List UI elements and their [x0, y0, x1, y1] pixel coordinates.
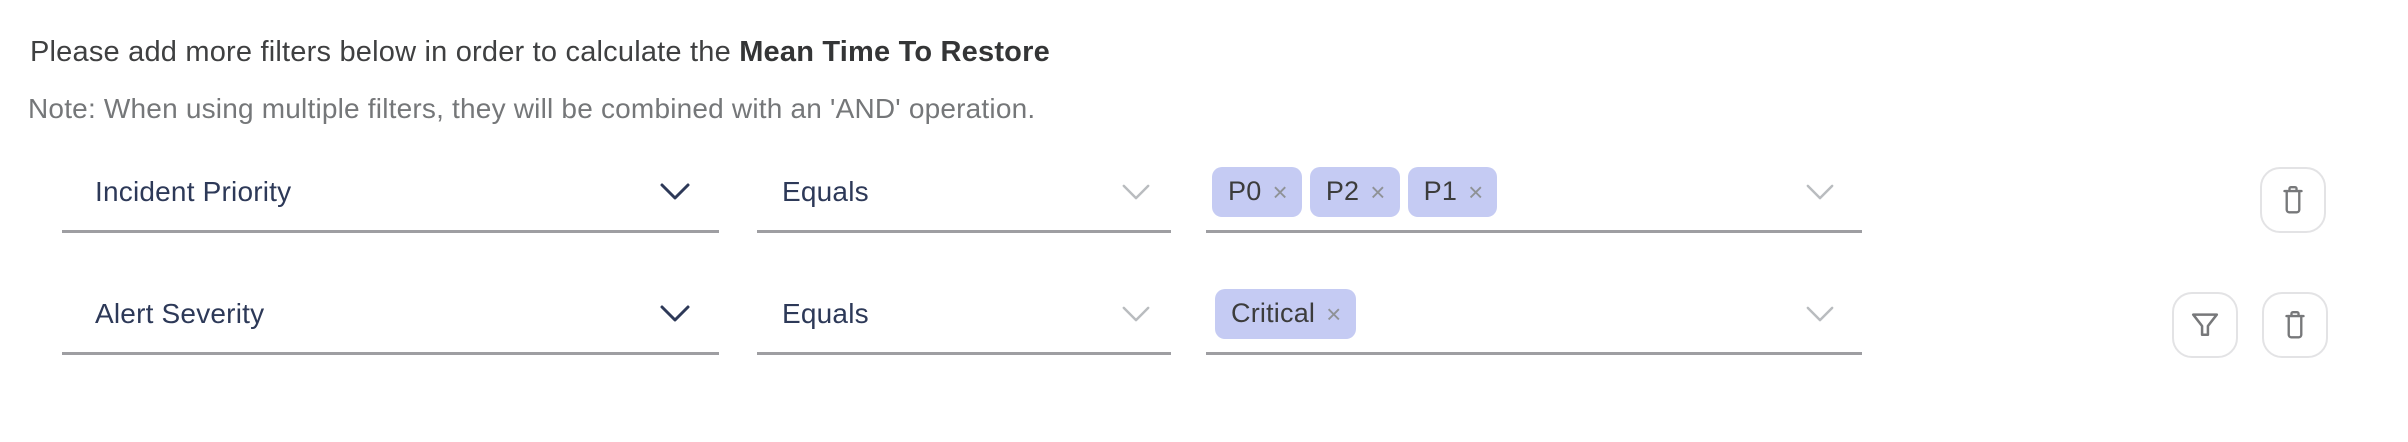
- filter-operator-label: Equals: [782, 297, 869, 329]
- note-text: Note: When using multiple filters, they …: [28, 93, 1036, 124]
- trash-icon: [2277, 183, 2309, 217]
- filter-operator-select[interactable]: Equals: [757, 153, 1171, 233]
- chevron-down-icon: [1805, 305, 1835, 323]
- value-tag: P2 ×: [1309, 166, 1400, 217]
- value-tag-label: P1: [1423, 176, 1458, 206]
- tag-remove-icon[interactable]: ×: [1272, 176, 1288, 207]
- selected-values: Critical ×: [1215, 288, 1356, 339]
- value-tag: P1 ×: [1407, 166, 1498, 217]
- filter-operator-select[interactable]: Equals: [757, 275, 1171, 355]
- instruction-prefix: Please add more filters below in order t…: [30, 36, 740, 68]
- delete-filter-button[interactable]: [2260, 167, 2326, 233]
- filter-field-label: Incident Priority: [95, 175, 292, 207]
- chevron-down-icon: [1805, 183, 1835, 201]
- tag-remove-icon[interactable]: ×: [1370, 176, 1386, 207]
- value-tag-label: Critical: [1231, 298, 1316, 328]
- value-tag: P0 ×: [1212, 166, 1302, 217]
- filter-field-select[interactable]: Incident Priority: [62, 153, 719, 233]
- tag-remove-icon[interactable]: ×: [1326, 298, 1342, 329]
- funnel-icon: [2188, 309, 2222, 341]
- filter-field-select[interactable]: Alert Severity: [62, 275, 719, 355]
- chevron-down-icon: [1121, 183, 1151, 201]
- instruction-text: Please add more filters below in order t…: [30, 36, 1050, 69]
- value-tag-label: P0: [1228, 176, 1262, 206]
- delete-filter-button[interactable]: [2262, 292, 2328, 358]
- value-tag: Critical ×: [1215, 288, 1356, 339]
- selected-values: P0 × P2 × P1 ×: [1212, 166, 1498, 217]
- tag-remove-icon[interactable]: ×: [1468, 176, 1484, 207]
- filter-values-multiselect[interactable]: Critical ×: [1206, 275, 1862, 355]
- chevron-down-icon: [659, 182, 691, 201]
- filter-values-multiselect[interactable]: P0 × P2 × P1 ×: [1206, 153, 1862, 233]
- metric-name: Mean Time To Restore: [739, 36, 1050, 68]
- chevron-down-icon: [1121, 305, 1151, 323]
- filter-values-button[interactable]: [2172, 292, 2238, 358]
- filter-field-label: Alert Severity: [95, 297, 265, 329]
- chevron-down-icon: [659, 304, 691, 323]
- trash-icon: [2279, 308, 2311, 342]
- filter-operator-label: Equals: [782, 175, 869, 207]
- value-tag-label: P2: [1325, 176, 1360, 206]
